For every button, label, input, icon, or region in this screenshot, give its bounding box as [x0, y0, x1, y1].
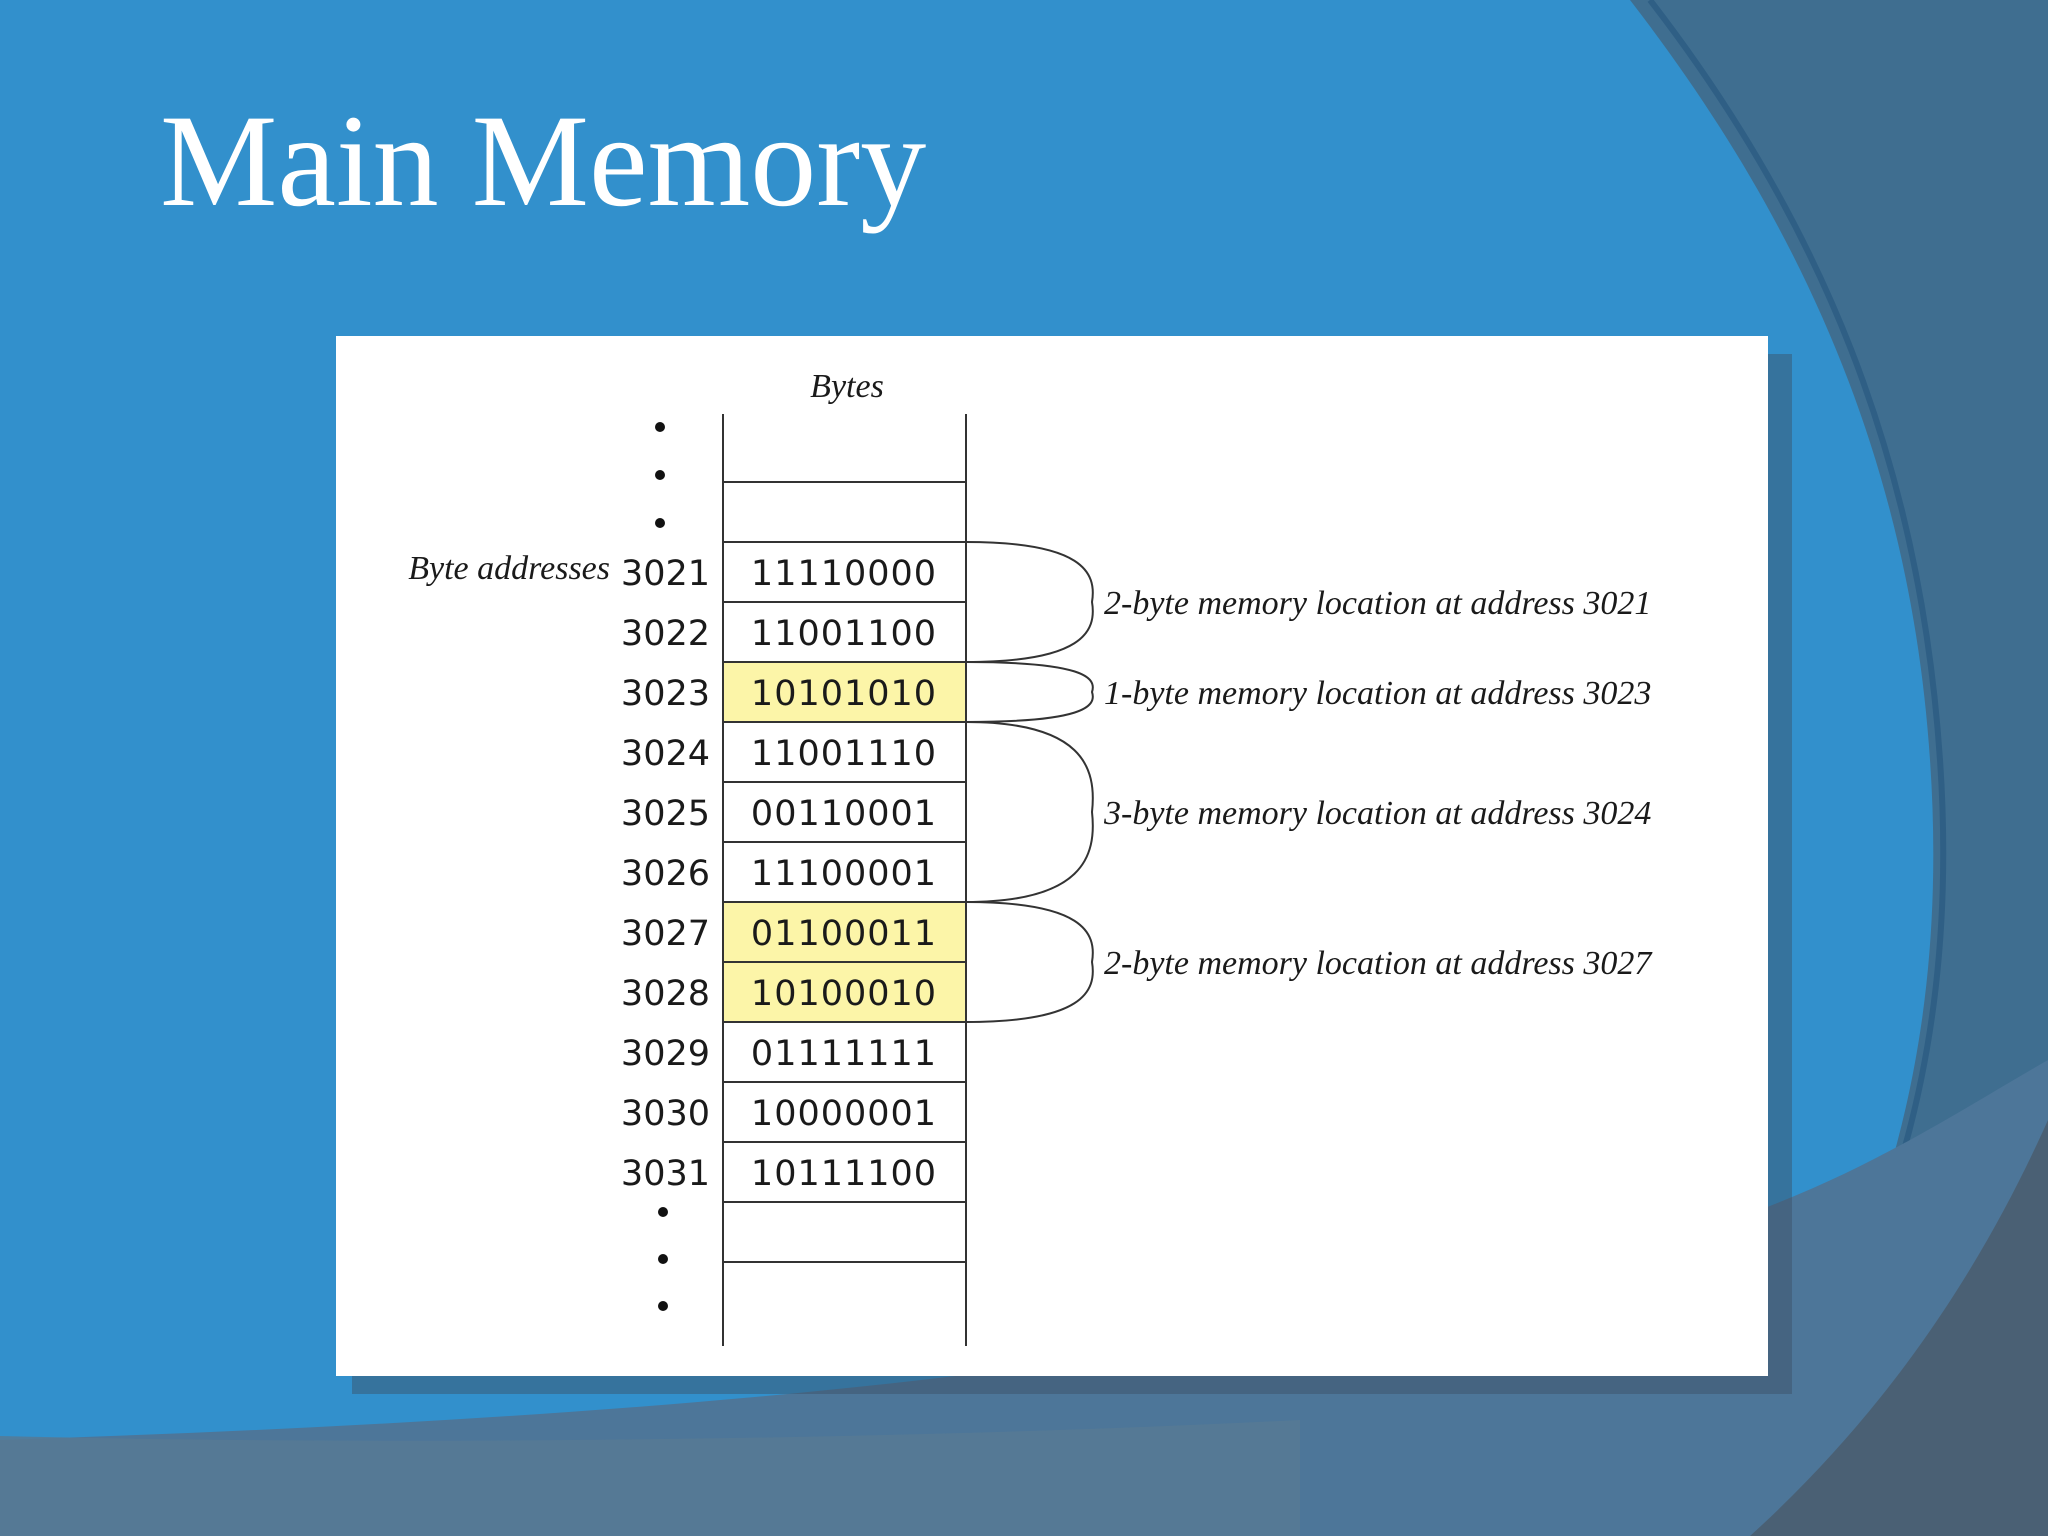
highlighted-cell: [724, 663, 965, 721]
byte-addresses-label: Byte addresses: [408, 550, 610, 587]
byte-value: 11001110: [751, 734, 937, 774]
byte-address: 3031: [621, 1154, 710, 1194]
byte-address: 3030: [621, 1094, 710, 1134]
byte-value: 01111111: [751, 1034, 937, 1074]
highlighted-cell: [724, 903, 965, 961]
group-bracket: [965, 901, 1094, 1023]
byte-address: 3029: [621, 1034, 710, 1074]
byte-value: 10111100: [751, 1154, 937, 1194]
byte-address: 3024: [621, 734, 710, 774]
byte-value: 00110001: [751, 794, 937, 834]
memory-diagram-panel: Bytes Byte addresses 3021 11110000 3022 110…: [336, 336, 1768, 1376]
byte-value: 01100011: [751, 914, 937, 954]
byte-value: 10000001: [751, 1094, 937, 1134]
byte-address: 3028: [621, 974, 710, 1014]
byte-value: 11001100: [751, 614, 937, 654]
byte-value: 11110000: [751, 554, 937, 594]
slide-title: Main Memory: [160, 87, 927, 234]
group-label: 3-byte memory location at address 3024: [1103, 795, 1651, 832]
byte-value: 11100001: [751, 854, 937, 894]
bytes-column-header: Bytes: [810, 368, 884, 405]
byte-address: 3022: [621, 614, 710, 654]
group-bracket: [965, 721, 1094, 903]
group-label: 2-byte memory location at address 3027: [1104, 945, 1653, 982]
byte-value: 10101010: [751, 674, 937, 714]
memory-diagram: Bytes Byte addresses 3021 11110000 3022 110…: [408, 368, 1653, 1346]
group-label: 1-byte memory location at address 3023: [1104, 675, 1651, 712]
byte-value: 10100010: [751, 974, 937, 1014]
memory-column-frame: [722, 414, 967, 1346]
highlighted-cell: [724, 963, 965, 1021]
byte-address: 3021: [621, 554, 710, 594]
ellipsis-bottom: [658, 1207, 668, 1311]
group-bracket: [965, 661, 1094, 723]
byte-address: 3026: [621, 854, 710, 894]
ellipsis-top: [655, 422, 665, 528]
byte-address: 3027: [621, 914, 710, 954]
byte-address: 3023: [621, 674, 710, 714]
memory-cells: 3021 11110000 3022 11001100 3023 10101010 3024…: [621, 554, 965, 1194]
group-brackets: 2-byte memory location at address 3021 1-…: [965, 541, 1653, 1023]
byte-address: 3025: [621, 794, 710, 834]
group-bracket: [965, 541, 1094, 663]
group-label: 2-byte memory location at address 3021: [1104, 585, 1651, 622]
